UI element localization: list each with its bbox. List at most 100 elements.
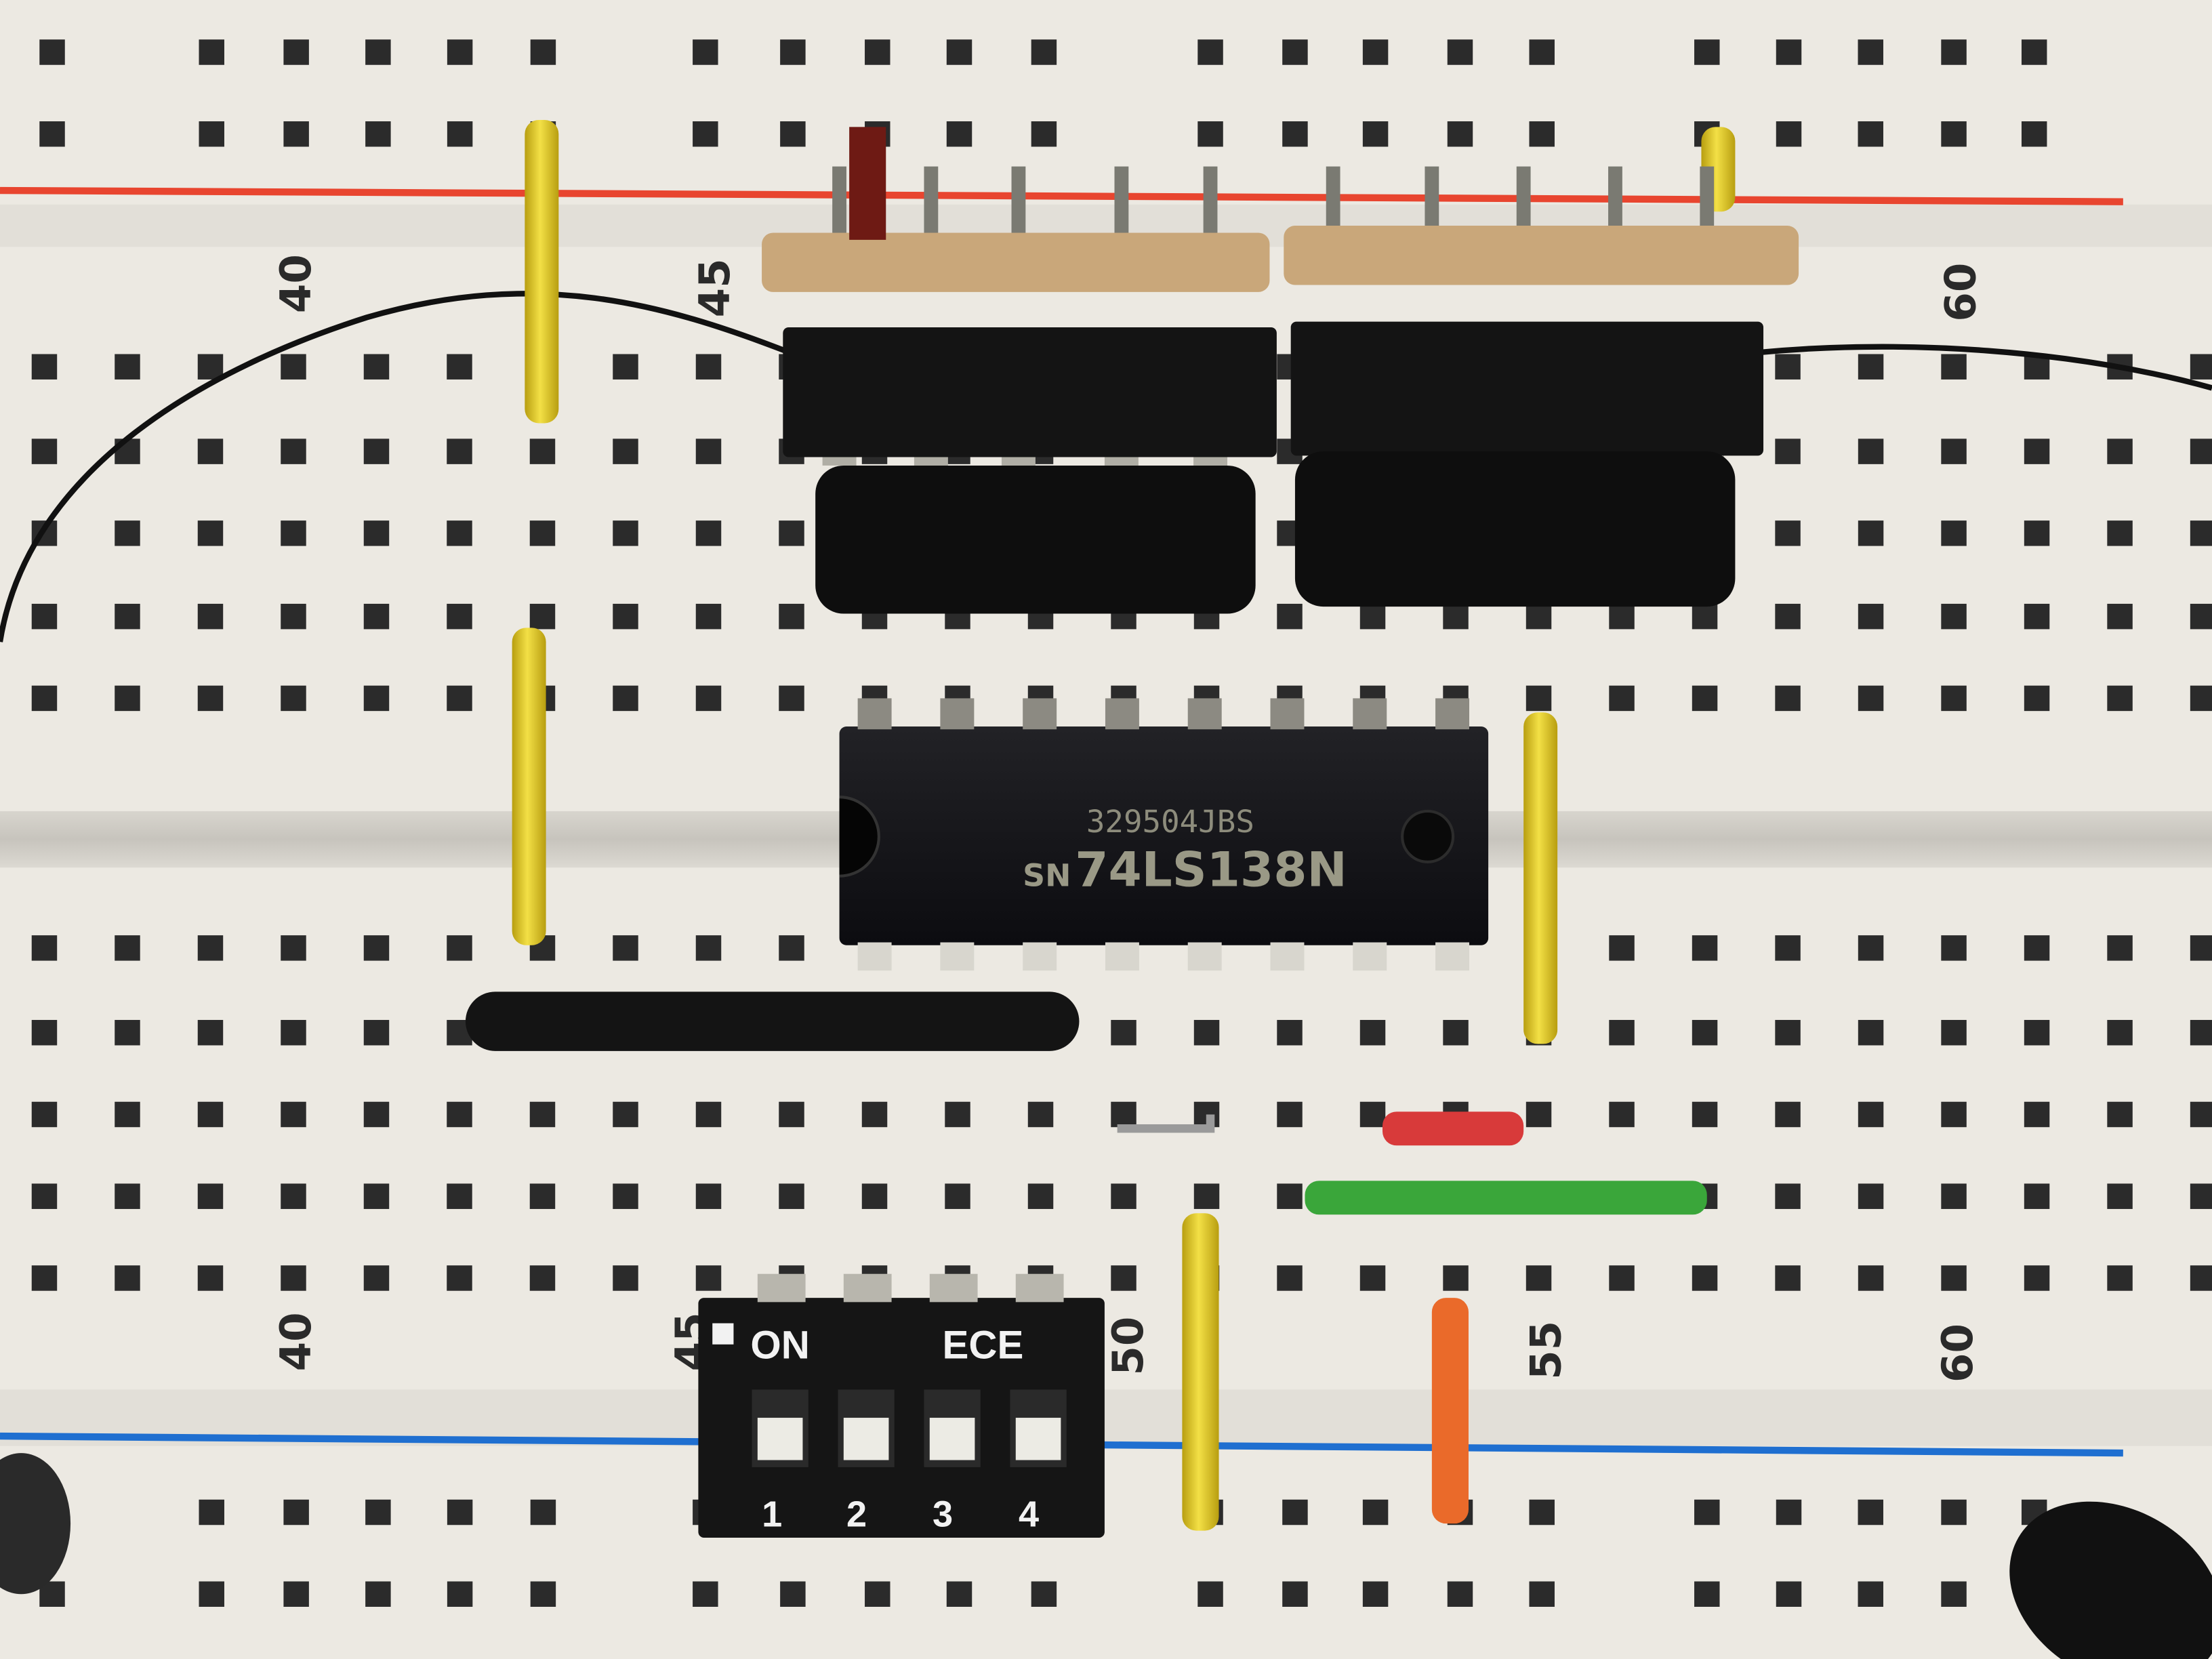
breadboard-hole (115, 935, 140, 961)
breadboard-hole (1941, 1581, 1967, 1607)
breadboard-hole (1362, 39, 1389, 65)
breadboard-hole (779, 935, 804, 961)
breadboard-hole (447, 121, 473, 147)
breadboard-hole (1197, 39, 1223, 65)
breadboard-hole (1858, 1581, 1883, 1607)
breadboard-hole (447, 520, 472, 546)
breadboard-hole (613, 1265, 638, 1291)
dip-switch-toggle (843, 1418, 889, 1460)
breadboard-hole (365, 121, 391, 147)
breadboard-hole (281, 685, 306, 712)
ic-pin (1187, 942, 1222, 971)
breadboard-hole (779, 1183, 804, 1209)
breadboard-hole (1775, 685, 1801, 712)
breadboard-hole (530, 1499, 556, 1525)
breadboard-hole (1609, 685, 1635, 712)
breadboard-hole (1277, 603, 1303, 630)
breadboard-hole (1609, 1265, 1635, 1291)
breadboard-hole (1692, 935, 1718, 961)
breadboard-hole (1362, 1499, 1389, 1525)
breadboard-hole (2021, 39, 2047, 65)
breadboard-hole (613, 1183, 638, 1209)
breadboard-hole (31, 935, 58, 961)
breadboard-hole (1529, 121, 1555, 147)
breadboard-hole (1692, 1020, 1718, 1046)
breadboard-hole (1692, 685, 1718, 712)
breadboard-hole (197, 1101, 224, 1128)
breadboard-hole (1525, 1265, 1552, 1291)
breadboard-hole (779, 603, 804, 630)
ic-pin (1435, 698, 1470, 730)
breadboard-hole (447, 1183, 472, 1209)
breadboard-hole (1858, 438, 1884, 464)
breadboard-hole (31, 1101, 58, 1128)
breadboard-hole (861, 1101, 888, 1128)
breadboard-hole (1858, 603, 1884, 630)
switch-number-1: 1 (762, 1494, 782, 1534)
breadboard-hole (2024, 1101, 2050, 1128)
breadboard-hole (2190, 1101, 2212, 1128)
breadboard-hole (447, 438, 472, 464)
breadboard-hole (946, 1581, 972, 1607)
breadboard-hole (1359, 1020, 1386, 1046)
ic-pin (1023, 698, 1057, 730)
header-pin (1114, 166, 1129, 251)
breadboard-hole (1609, 1101, 1635, 1128)
breadboard-hole (530, 39, 556, 65)
breadboard-hole (1359, 1265, 1386, 1291)
breadboard-hole (1443, 1020, 1469, 1046)
breadboard-hole (1277, 1183, 1303, 1209)
breadboard-hole (1858, 1020, 1884, 1046)
red-jumper-wire (1382, 1111, 1524, 1146)
breadboard-hole (281, 1183, 306, 1209)
breadboard-hole (281, 1101, 306, 1128)
breadboard-hole (945, 1101, 970, 1128)
dip-switch-toggle (929, 1418, 975, 1460)
breadboard-hole (281, 935, 306, 961)
breadboard-hole (283, 121, 309, 147)
breadboard-hole (1525, 685, 1552, 712)
header-pin (1011, 166, 1026, 251)
breadboard-hole (693, 1581, 718, 1607)
breadboard-hole (529, 603, 556, 630)
breadboard-hole (1447, 39, 1473, 65)
breadboard-hole (1193, 1183, 1220, 1209)
breadboard-hole (530, 1581, 556, 1607)
breadboard-hole (1941, 1020, 1967, 1046)
breadboard-hole (115, 1020, 140, 1046)
breadboard-hole (1111, 1265, 1136, 1291)
orange-jumper-wire (1431, 1298, 1469, 1524)
breadboard-hole (1775, 354, 1801, 380)
breadboard-hole (363, 438, 390, 464)
ic-chip-body (839, 726, 1489, 945)
column-label-55-bottom: 55 (1521, 1321, 1570, 1380)
breadboard-hole (281, 603, 306, 630)
breadboard-hole (1858, 935, 1884, 961)
perfboard-strip (762, 232, 1270, 292)
breadboard-hole (1941, 1183, 1967, 1209)
breadboard-hole (1858, 354, 1884, 380)
breadboard-hole (1197, 1581, 1223, 1607)
pin-header-black (783, 327, 1277, 457)
breadboard-hole (1692, 603, 1718, 630)
probe-lead (2009, 1501, 2212, 1659)
breadboard-hole (779, 520, 804, 546)
breadboard-hole (1027, 1101, 1054, 1128)
breadboard-hole (1941, 935, 1967, 961)
breadboard-hole (946, 121, 972, 147)
red-power-rail-line (0, 186, 2123, 205)
yellow-jumper-wire (1523, 712, 1558, 1044)
breadboard-hole (1775, 520, 1801, 546)
breadboard-hole (1775, 935, 1801, 961)
breadboard-hole (281, 354, 306, 380)
breadboard-hole (447, 354, 472, 380)
breadboard-hole (31, 603, 58, 630)
breadboard-hole (1031, 1581, 1057, 1607)
breadboard-hole (1529, 1581, 1555, 1607)
breadboard-hole (2024, 438, 2050, 464)
dip-switch-pin (757, 1273, 806, 1303)
dip-switch-brand: ECE (943, 1324, 1024, 1368)
breadboard-hole (1031, 121, 1057, 147)
breadboard-hole (2190, 685, 2212, 712)
